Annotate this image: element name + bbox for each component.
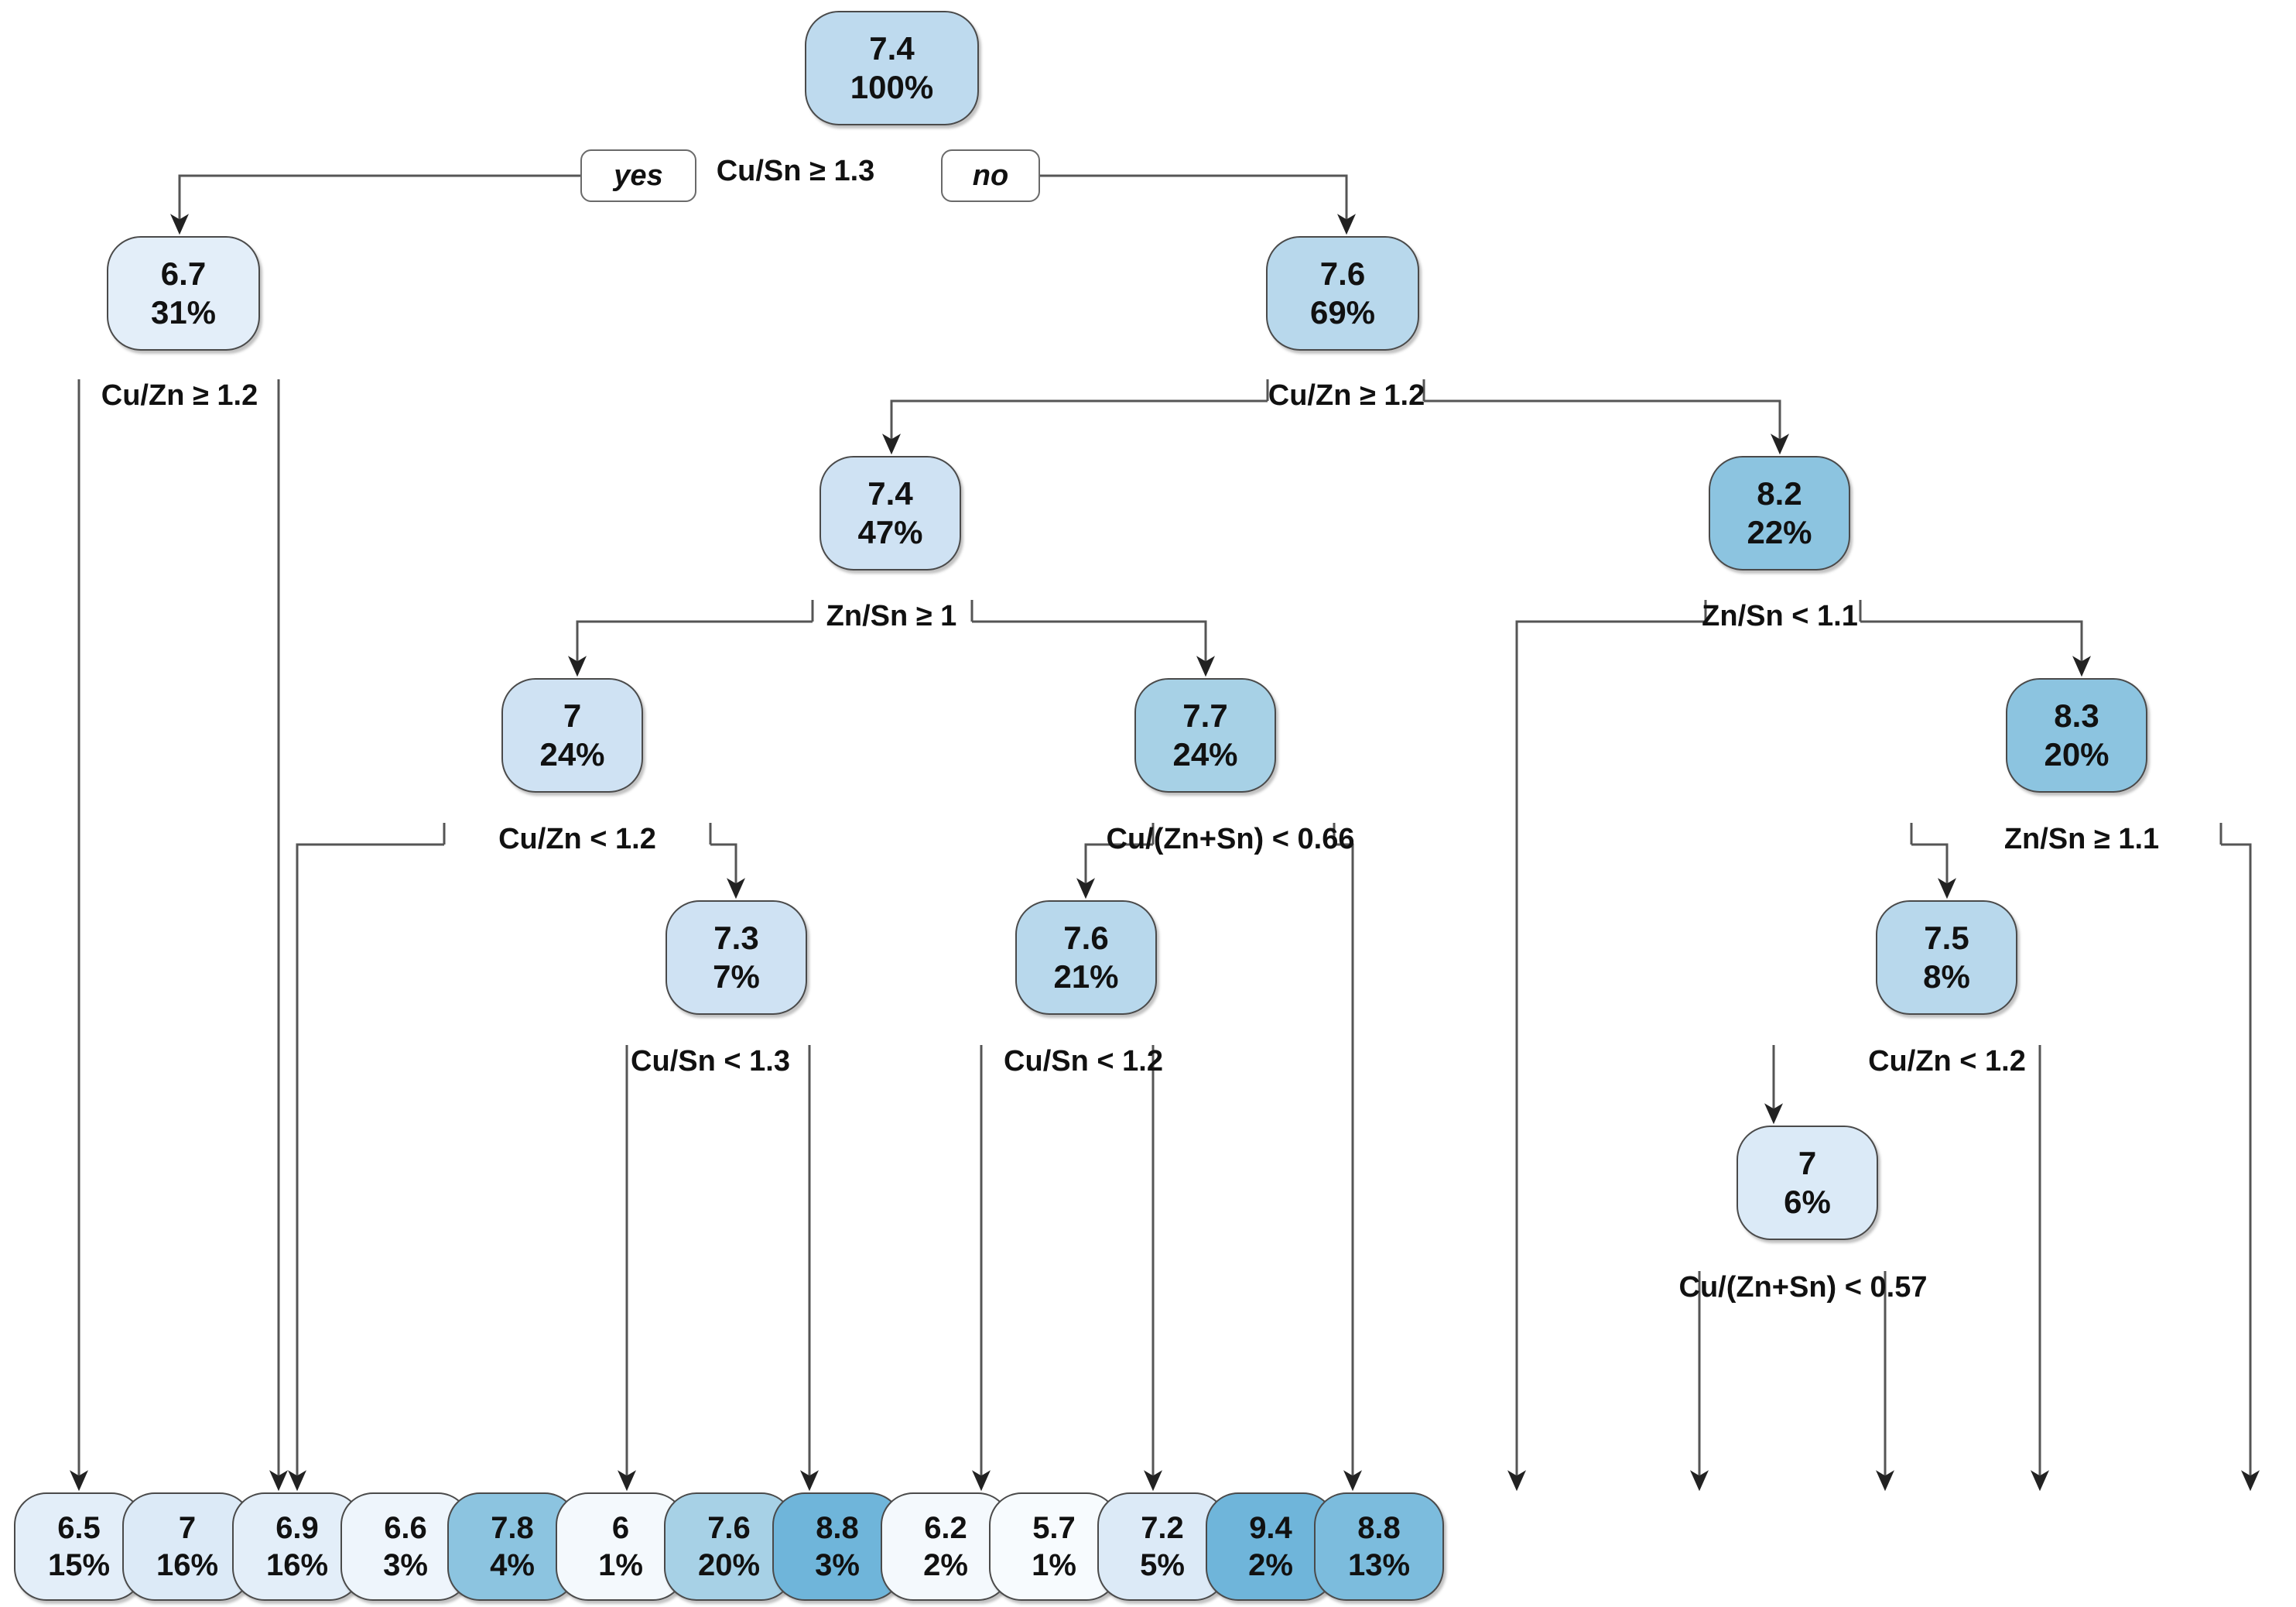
node-percent: 47% (857, 514, 923, 550)
split-condition-label: Cu/(Zn+Sn) < 0.57 (1678, 1271, 1928, 1304)
node-percent: 1% (1032, 1548, 1076, 1582)
node-value: 6.6 (384, 1511, 427, 1545)
node-value: 8.8 (816, 1511, 859, 1545)
node-value: 8.2 (1757, 475, 1802, 512)
node-value: 9.4 (1249, 1511, 1292, 1545)
node-percent: 15% (47, 1548, 111, 1582)
node-percent: 24% (1172, 736, 1238, 773)
branch-badge-no[interactable]: no (941, 149, 1040, 202)
node-value: 6.7 (160, 255, 207, 292)
node-percent: 13% (1347, 1548, 1411, 1582)
node-value: 7.3 (713, 919, 759, 956)
node-value: 7.6 (1063, 919, 1109, 956)
split-condition-label: Cu/Sn ≥ 1.3 (716, 155, 875, 187)
node-percent: 5% (1140, 1548, 1185, 1582)
split-condition-label: Cu/Zn ≥ 1.2 (101, 379, 258, 412)
node-value: 5.7 (1032, 1511, 1076, 1545)
node-value: 8.8 (1357, 1511, 1401, 1545)
split-condition-label: Cu/Zn < 1.2 (498, 823, 656, 855)
node-value: 8.3 (2054, 697, 2099, 734)
node-percent: 22% (1747, 514, 1812, 550)
node-value: 6.9 (275, 1511, 319, 1545)
node-value: 6 (611, 1511, 630, 1545)
node-value: 7.4 (869, 29, 915, 67)
split-condition-label: Cu/Zn ≥ 1.2 (1268, 379, 1425, 412)
node-percent: 4% (490, 1548, 535, 1582)
split-condition-label: Zn/Sn ≥ 1.1 (2003, 823, 2160, 855)
node-value: 7 (563, 697, 582, 734)
node-percent: 2% (1248, 1548, 1293, 1582)
node-percent: 16% (265, 1548, 329, 1582)
node-value: 6.5 (57, 1511, 101, 1545)
node-percent: 100% (850, 69, 934, 105)
node-percent: 21% (1053, 958, 1119, 995)
split-condition-label: Cu/Sn < 1.2 (1004, 1045, 1163, 1078)
node-percent: 8% (1923, 958, 1970, 995)
node-percent: 31% (150, 294, 217, 331)
split-condition-label: Cu/Sn < 1.3 (631, 1045, 790, 1078)
node-percent: 20% (697, 1548, 761, 1582)
node-percent: 69% (1309, 294, 1376, 331)
node-value: 7.2 (1141, 1511, 1184, 1545)
node-percent: 2% (923, 1548, 968, 1582)
node-value: 7.7 (1182, 697, 1228, 734)
node-value: 7.6 (1319, 255, 1366, 292)
split-condition-label: Cu/Zn < 1.2 (1868, 1045, 2026, 1078)
node-value: 7.8 (491, 1511, 534, 1545)
node-value: 7 (1798, 1144, 1817, 1181)
node-value: 7.6 (707, 1511, 751, 1545)
node-percent: 24% (539, 736, 605, 773)
node-percent: 20% (2044, 736, 2110, 773)
node-percent: 1% (598, 1548, 643, 1582)
split-condition-label: Cu/(Zn+Sn) < 0.66 (1106, 823, 1355, 855)
node-value: 7 (178, 1511, 197, 1545)
branch-badge-yes[interactable]: yes (580, 149, 696, 202)
node-value: 7.5 (1924, 919, 1969, 956)
node-value: 6.2 (924, 1511, 967, 1545)
node-percent: 16% (156, 1548, 219, 1582)
node-percent: 6% (1784, 1184, 1831, 1220)
split-condition-label: Zn/Sn ≥ 1 (826, 600, 957, 632)
node-percent: 7% (713, 958, 760, 995)
node-percent: 3% (383, 1548, 428, 1582)
node-value: 7.4 (867, 475, 913, 512)
split-condition-label: Zn/Sn < 1.1 (1702, 600, 1858, 632)
node-percent: 3% (815, 1548, 860, 1582)
